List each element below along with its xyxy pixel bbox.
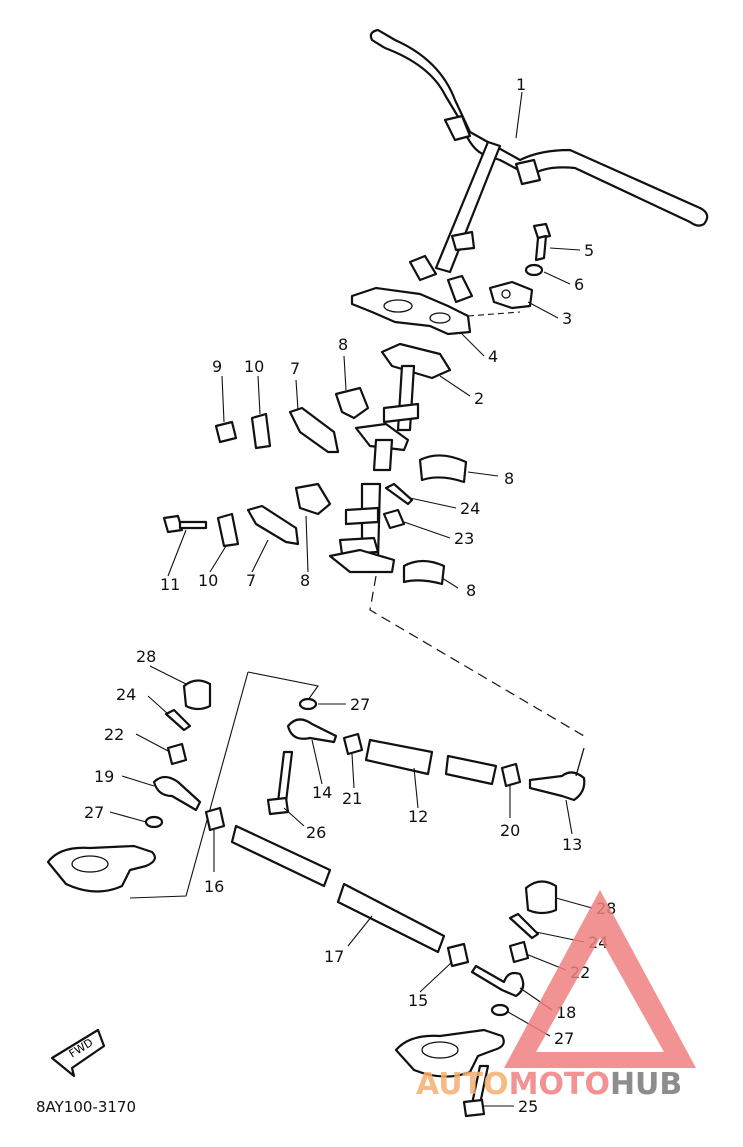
callout-24-b: 24 [116, 685, 136, 704]
bolt-24-b [164, 708, 192, 732]
leader-line-left-2 [129, 671, 249, 899]
bolt-24-c [508, 912, 540, 940]
nut-20 [500, 762, 522, 788]
callout-8-c: 8 [466, 581, 476, 600]
nut-16 [204, 806, 226, 832]
fwd-arrow: FWD [50, 1028, 106, 1078]
washer-27-a [144, 815, 164, 829]
tie-rod-12 [364, 738, 498, 786]
washer-27-b [298, 697, 318, 711]
bushing-8-a [334, 386, 370, 420]
callout-10-a: 10 [244, 357, 264, 376]
knuckle-right [394, 1028, 505, 1078]
nut-22-a [166, 742, 188, 766]
watermark-logo: AUTOMOTOHUB [416, 890, 696, 1102]
nut-23 [382, 508, 406, 530]
bolt-5 [532, 222, 552, 262]
watermark-moto: MOTO [509, 1067, 610, 1102]
tie-rod-end-14 [286, 718, 338, 744]
callout-7-a: 7 [290, 359, 300, 378]
callout-16: 16 [204, 877, 224, 896]
callout-15: 15 [408, 991, 428, 1010]
cap-28-a [182, 679, 212, 711]
callout-10-b: 10 [198, 571, 218, 590]
callout-8-b: 8 [504, 469, 514, 488]
callout-3: 3 [562, 309, 572, 328]
bracket-7-b [246, 504, 300, 546]
bolt-26 [266, 750, 294, 816]
callout-1: 1 [516, 75, 526, 94]
washer-6 [524, 263, 544, 277]
callout-19: 19 [94, 767, 114, 786]
holder-clamp [488, 280, 534, 310]
tie-rod-end-18 [470, 964, 525, 998]
steering-column-upper [354, 342, 452, 472]
plate-10-b [216, 512, 240, 548]
callout-2: 2 [474, 389, 484, 408]
callout-4: 4 [488, 347, 498, 366]
callout-7-b: 7 [246, 571, 256, 590]
callout-6: 6 [574, 275, 584, 294]
nut-22-b [508, 940, 530, 964]
leader-line-column [369, 575, 585, 737]
watermark-hub: HUB [610, 1067, 682, 1102]
watermark-auto: AUTO [416, 1067, 509, 1102]
svg-text:AUTOMOTOHUB: AUTOMOTOHUB [416, 1067, 682, 1102]
callout-12: 12 [408, 807, 428, 826]
callout-17: 17 [324, 947, 344, 966]
watermark-triangle-icon [504, 890, 696, 1068]
callout-8-d: 8 [300, 571, 310, 590]
upper-bracket [350, 286, 521, 336]
diagram-code: 8AY100-3170 [36, 1098, 136, 1116]
bolt-11 [162, 514, 208, 534]
callout-9: 9 [212, 357, 222, 376]
steering-column-lower [328, 482, 396, 574]
nut-15 [446, 942, 470, 968]
callout-8-a: 8 [338, 335, 348, 354]
bushing-8-b [418, 454, 468, 484]
callout-20: 20 [500, 821, 520, 840]
bolt-24-upper [384, 482, 414, 506]
bushing-8-c [294, 482, 332, 516]
callout-26: 26 [306, 823, 326, 842]
callout-28-a: 28 [136, 647, 156, 666]
callout-13: 13 [562, 835, 582, 854]
tie-rod-17 [230, 824, 446, 954]
tie-rod-end-19 [152, 775, 202, 812]
callout-24-a: 24 [460, 499, 480, 518]
bolt-25 [462, 1064, 490, 1118]
bracket-7-a [288, 406, 340, 454]
callout-25: 25 [518, 1097, 538, 1116]
knuckle-left [46, 844, 156, 893]
plate-10-a [250, 412, 272, 450]
callout-18: 18 [556, 1003, 576, 1022]
callout-22-a: 22 [104, 725, 124, 744]
nut-9 [214, 420, 238, 444]
nut-21 [342, 732, 364, 756]
callout-5: 5 [584, 241, 594, 260]
callout-23: 23 [454, 529, 474, 548]
callout-11: 11 [160, 575, 180, 594]
cap-28-b [524, 880, 558, 915]
washer-27-c [490, 1003, 510, 1017]
callout-14: 14 [312, 783, 332, 802]
handlebar [369, 28, 709, 304]
leader-line-left [247, 671, 319, 701]
tie-rod-end-13 [528, 747, 586, 802]
callout-21: 21 [342, 789, 362, 808]
callout-27-a: 27 [350, 695, 370, 714]
callout-27-c: 27 [554, 1029, 574, 1048]
callout-27-b: 27 [84, 803, 104, 822]
bushing-8-d [402, 559, 446, 586]
